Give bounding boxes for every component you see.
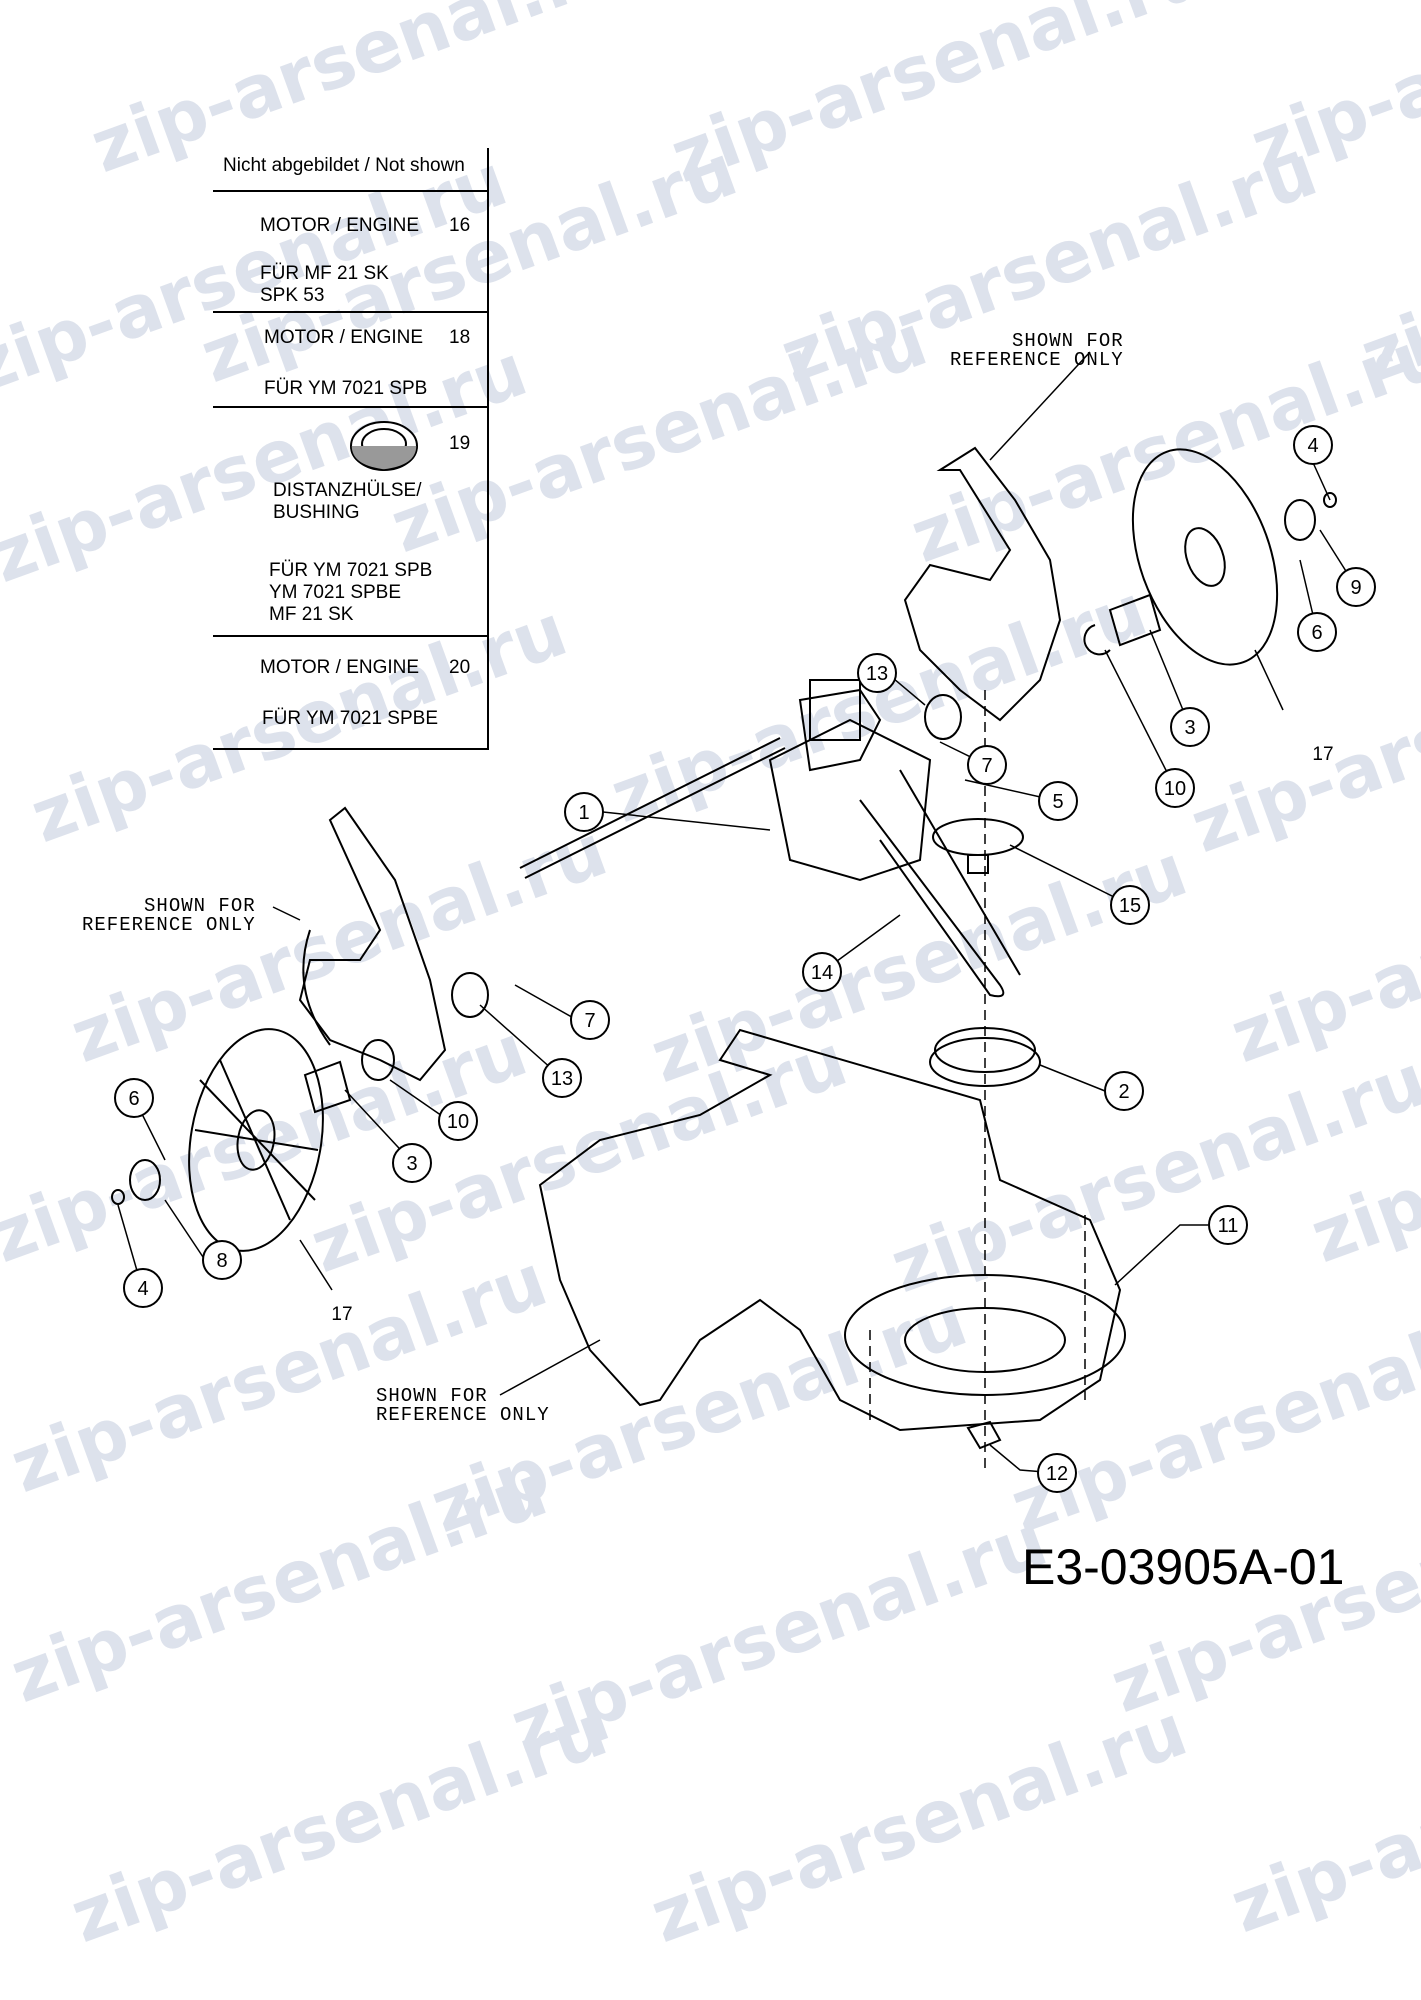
legend-header: Nicht abgebildet / Not shown: [223, 155, 465, 176]
callout-label: 2: [1118, 1081, 1129, 1103]
callout-label: 15: [1119, 895, 1141, 917]
legend-item-number: 16: [449, 215, 471, 236]
callout-label: 14: [811, 962, 833, 984]
callout-label: 8: [216, 1250, 227, 1272]
callout-label: 4: [1307, 435, 1318, 457]
callout-label: 12: [1046, 1463, 1068, 1485]
legend-item-note: FÜR YM 7021 SPBE: [262, 708, 439, 729]
callout-circle: [1336, 567, 1376, 607]
callout-circle: [1155, 768, 1195, 808]
left-cap-nut: [129, 1159, 161, 1201]
callout-label: 9: [1350, 577, 1361, 599]
part-number-label: 17: [1312, 744, 1333, 765]
callout-circle: [967, 745, 1007, 785]
bushing-ring-icon: [350, 421, 418, 471]
callout-label: 10: [447, 1111, 469, 1133]
legend-item-note: FÜR YM 7021 SPB: [269, 560, 433, 581]
right-wheel: [1131, 448, 1279, 666]
drive-belt: [859, 769, 1021, 998]
right-snap-ring: [1083, 624, 1111, 656]
left-cap-bolt: [111, 1189, 125, 1205]
callout-circle: [802, 952, 842, 992]
legend-item-number: 20: [449, 657, 471, 678]
not-shown-parts-table: Nicht abgebildet / Not shown MOTOR / ENG…: [213, 148, 489, 750]
callout-label: 13: [866, 663, 888, 685]
mower-deck-housing: [538, 1028, 1122, 1432]
callout-circle: [1037, 1453, 1077, 1493]
reference-note: SHOWN FOR REFERENCE ONLY: [376, 1385, 550, 1426]
callout-circle: [392, 1143, 432, 1183]
callout-label: 7: [981, 755, 992, 777]
legend-item-number: 18: [449, 327, 471, 348]
left-side-plate: [298, 806, 447, 1082]
part-number-label: 17: [331, 1304, 352, 1325]
callout-circle: [542, 1058, 582, 1098]
callout-circle: [1110, 885, 1150, 925]
legend-item-name: DISTANZHÜLSE/: [273, 480, 422, 501]
callout-circle: [570, 1000, 610, 1040]
left-snap-ring: [361, 1039, 395, 1081]
callout-label: 7: [584, 1010, 595, 1032]
callout-circle: [438, 1101, 478, 1141]
callout-label: 4: [137, 1278, 148, 1300]
legend-item-name: BUSHING: [273, 502, 360, 523]
callout-label: 5: [1052, 791, 1063, 813]
callout-circle: [857, 653, 897, 693]
callout-circle: [114, 1078, 154, 1118]
legend-item-note: MF 21 SK: [269, 604, 354, 625]
reference-note: SHOWN FOR REFERENCE ONLY: [950, 330, 1124, 371]
callout-label: 6: [1311, 622, 1322, 644]
callout-circle: [123, 1268, 163, 1308]
callout-label: 13: [551, 1068, 573, 1090]
callout-circle: [1208, 1205, 1248, 1245]
callout-circle: [1038, 781, 1078, 821]
left-hub: [303, 1060, 352, 1114]
callout-circle: [202, 1240, 242, 1280]
left-bearing: [451, 972, 489, 1018]
drive-axle: [519, 737, 786, 879]
right-hub: [1108, 593, 1162, 647]
legend-item-note: SPK 53: [260, 285, 325, 306]
reference-note: SHOWN FOR REFERENCE ONLY: [82, 895, 256, 936]
callout-label: 3: [1184, 717, 1195, 739]
legend-item-note: FÜR MF 21 SK: [260, 263, 389, 284]
callout-circle: [1104, 1071, 1144, 1111]
legend-item-note: FÜR YM 7021 SPB: [264, 378, 428, 399]
legend-item-name: MOTOR / ENGINE: [264, 327, 424, 348]
right-side-plate: [903, 446, 1062, 722]
right-cap-nut: [1284, 499, 1316, 541]
drawing-code: E3-03905A-01: [1022, 1539, 1345, 1595]
callout-label: 11: [1218, 1215, 1239, 1237]
callout-label: 6: [128, 1088, 139, 1110]
callout-circle: [1170, 707, 1210, 747]
legend-item-name: MOTOR / ENGINE: [260, 657, 420, 678]
callout-circle: [1297, 612, 1337, 652]
legend-item-name: MOTOR / ENGINE: [260, 215, 420, 236]
callout-label: 3: [406, 1153, 417, 1175]
legend-item-number: 19: [449, 433, 471, 454]
discharge-fitting: [966, 1420, 1002, 1450]
callout-circle: [1293, 425, 1333, 465]
callout-label: 10: [1164, 778, 1186, 800]
callout-circle: [564, 792, 604, 832]
gearbox: [768, 718, 932, 882]
right-bearing: [924, 694, 962, 740]
gear-cover: [932, 818, 1024, 856]
legend-item-note: YM 7021 SPBE: [269, 582, 402, 603]
right-cap-bolt: [1323, 492, 1337, 508]
callout-label: 1: [578, 802, 589, 824]
